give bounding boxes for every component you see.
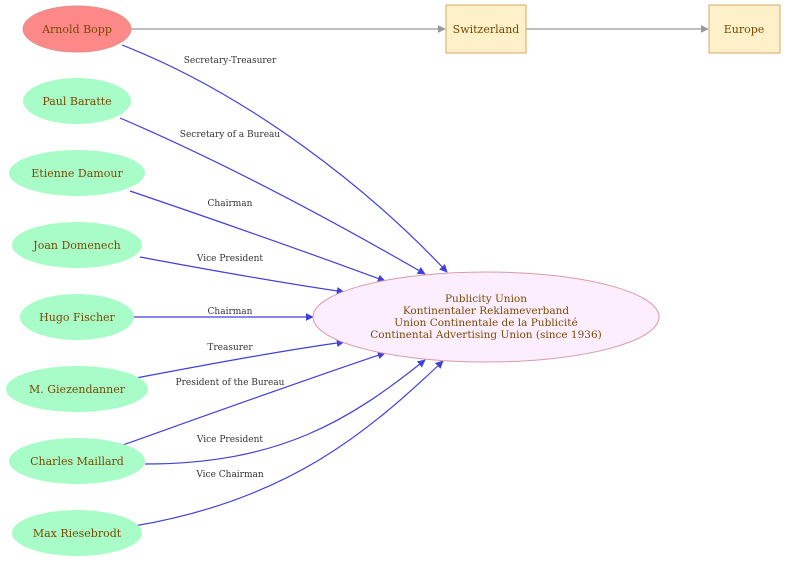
- node-label: Europe: [724, 23, 765, 36]
- node-label: Arnold Bopp: [41, 23, 112, 36]
- node-publicity-union[interactable]: Publicity Union Kontinentaler Reklamever…: [312, 271, 660, 363]
- edge-domenech-union: [139, 256, 345, 295]
- org-label-line-1: Publicity Union: [445, 293, 527, 305]
- node-label: Switzerland: [453, 23, 520, 36]
- node-label: Max Riesebrodt: [33, 527, 122, 540]
- node-etienne-damour[interactable]: Etienne Damour: [9, 150, 145, 196]
- edge-label-fischer: Chairman: [208, 307, 253, 317]
- node-europe[interactable]: Europe: [708, 4, 781, 54]
- node-label: M. Giezendanner: [29, 383, 126, 396]
- node-arnold-bopp[interactable]: Arnold Bopp: [22, 5, 132, 53]
- edge-giezendanner-union: [135, 339, 345, 379]
- node-charles-maillard[interactable]: Charles Maillard: [9, 438, 145, 484]
- edge-label-maillard-vicepresident: Vice President: [196, 435, 264, 445]
- edge-baratte-union: [119, 117, 426, 275]
- edge-label-riesebrodt: Vice Chairman: [195, 470, 264, 480]
- edge-riesebrodt-union: [133, 360, 444, 527]
- org-label-line-2: Kontinentaler Reklameverband: [403, 305, 570, 317]
- node-label: Joan Domenech: [32, 239, 120, 252]
- edge-label-giezendanner: Treasurer: [207, 343, 253, 353]
- org-label-line-4: Continental Advertising Union (since 193…: [370, 329, 601, 341]
- edge-damour-union: [129, 190, 386, 283]
- node-label: Charles Maillard: [30, 455, 124, 468]
- node-label: Hugo Fischer: [39, 311, 115, 324]
- edge-bopp-union: [121, 44, 448, 273]
- edge-label-bopp: Secretary-Treasurer: [184, 56, 277, 66]
- edge-label-maillard-president: President of the Bureau: [176, 378, 285, 388]
- node-hugo-fischer[interactable]: Hugo Fischer: [20, 294, 134, 340]
- node-max-riesebrodt[interactable]: Max Riesebrodt: [12, 510, 142, 556]
- edge-label-damour: Chairman: [208, 199, 253, 209]
- node-label: Paul Baratte: [42, 95, 111, 108]
- edge-label-domenech: Vice President: [196, 254, 264, 264]
- edge-label-baratte: Secretary of a Bureau: [180, 130, 281, 140]
- node-joan-domenech[interactable]: Joan Domenech: [12, 222, 142, 268]
- node-label: Etienne Damour: [31, 167, 123, 180]
- node-paul-baratte[interactable]: Paul Baratte: [23, 78, 131, 124]
- edge-maillard-union-president: [119, 351, 386, 447]
- node-m-giezendanner[interactable]: M. Giezendanner: [6, 366, 148, 412]
- node-switzerland[interactable]: Switzerland: [445, 4, 527, 54]
- edge-maillard-union-vicepresident: [144, 359, 426, 465]
- org-label-line-3: Union Continentale de la Publicité: [394, 317, 577, 329]
